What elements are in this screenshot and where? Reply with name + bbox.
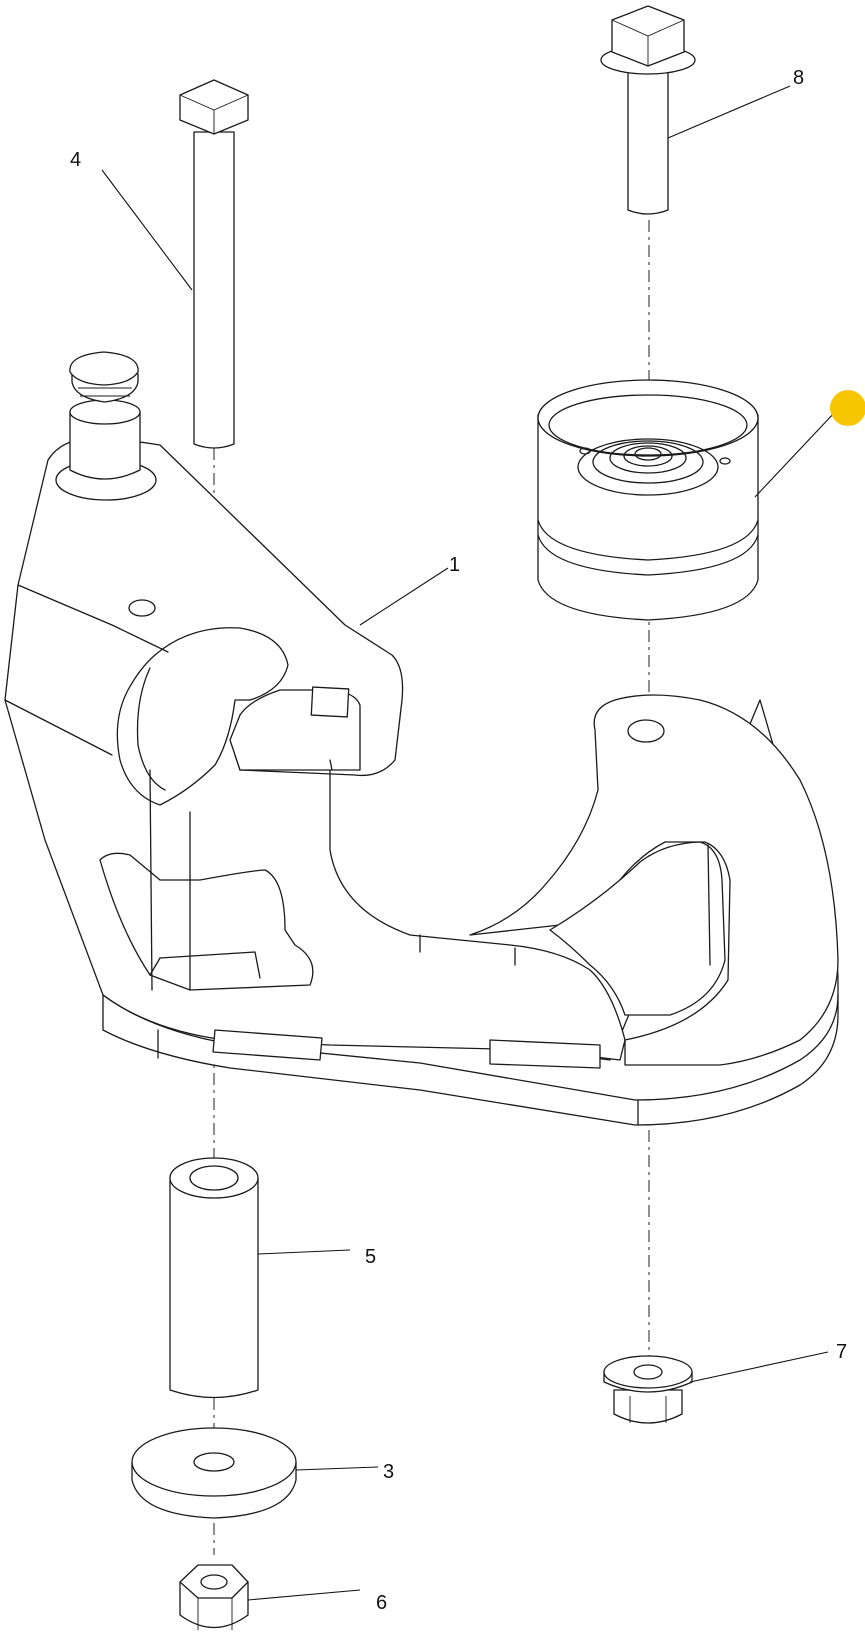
leader-lines: [101, 85, 836, 1601]
callout-6: 6: [376, 1592, 387, 1614]
flange-nut-7: [603, 1355, 693, 1424]
callout-3: 3: [383, 1461, 394, 1483]
highlight-marker: [830, 390, 865, 426]
pivot-stud: [55, 351, 157, 501]
flange-bolt: [600, 5, 696, 215]
callout-8: 8: [793, 67, 804, 89]
spacer-tube: [169, 1157, 259, 1399]
callout-4: 4: [70, 149, 81, 171]
callouts: 1 4 8 5 3 6 7: [70, 67, 847, 1614]
lock-nut-6: [179, 1564, 249, 1630]
callout-7: 7: [836, 1341, 847, 1363]
bracket-plate: [4, 437, 839, 1126]
idler-pulley: [537, 379, 759, 621]
callout-1: 1: [449, 554, 460, 576]
hex-bolt-long: [179, 79, 249, 449]
flat-washer: [131, 1427, 297, 1519]
callout-5: 5: [365, 1246, 376, 1268]
